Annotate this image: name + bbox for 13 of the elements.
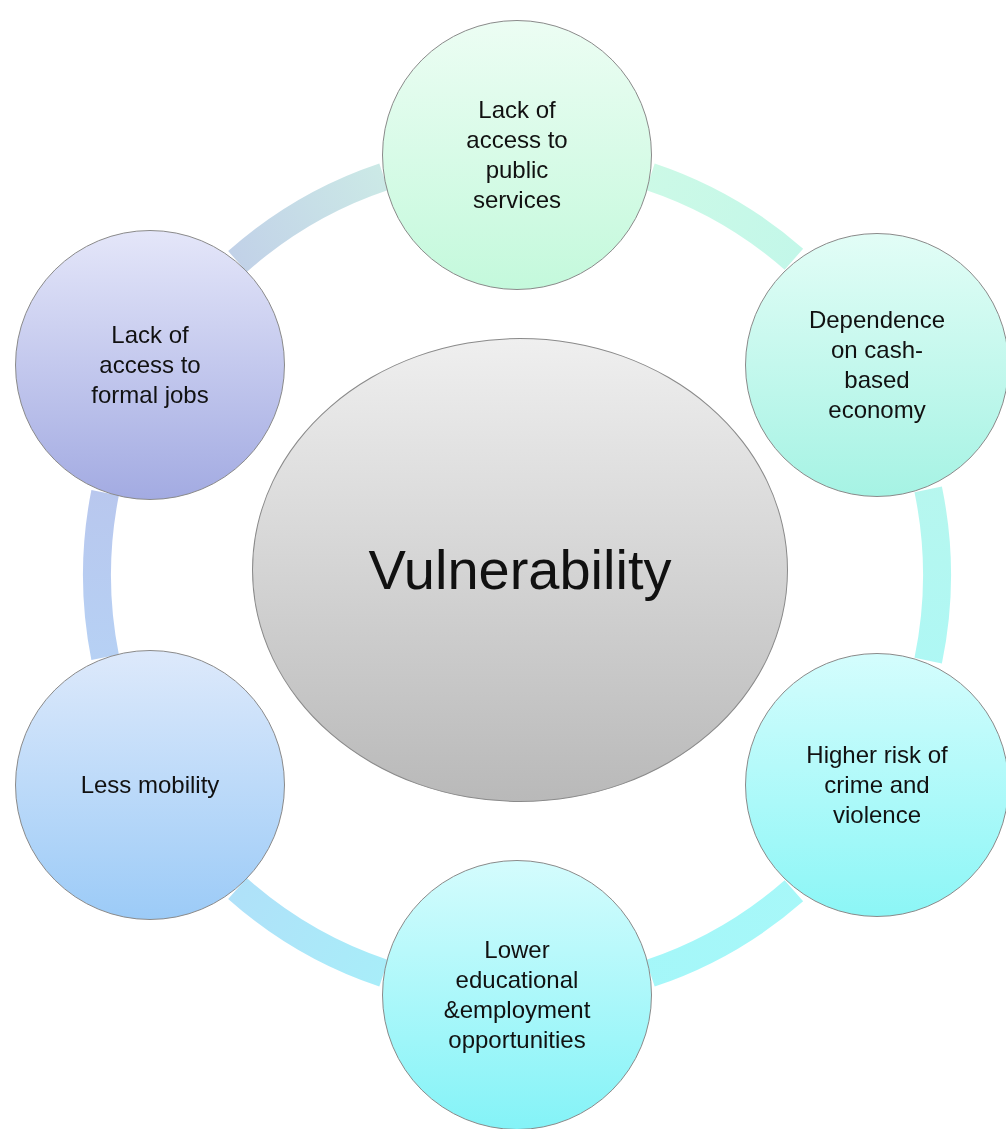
ring-connector — [228, 163, 389, 273]
factor-label: Lack of access to formal jobs — [90, 320, 210, 410]
ring-connector — [83, 490, 119, 660]
factor-label: Higher risk of crime and violence — [805, 740, 949, 830]
factor-label: Less mobility — [79, 770, 221, 800]
ring-connector — [645, 879, 803, 987]
factor-label: Lower educational &employment opportunities — [442, 935, 592, 1055]
factor-label: Dependence on cash-based economy — [807, 305, 947, 425]
ring-connector — [228, 877, 389, 987]
ring-connector — [645, 163, 803, 271]
factor-label: Lack of access to public services — [465, 95, 569, 215]
center-title: Vulnerability — [367, 538, 673, 602]
ring-connector — [914, 487, 951, 663]
